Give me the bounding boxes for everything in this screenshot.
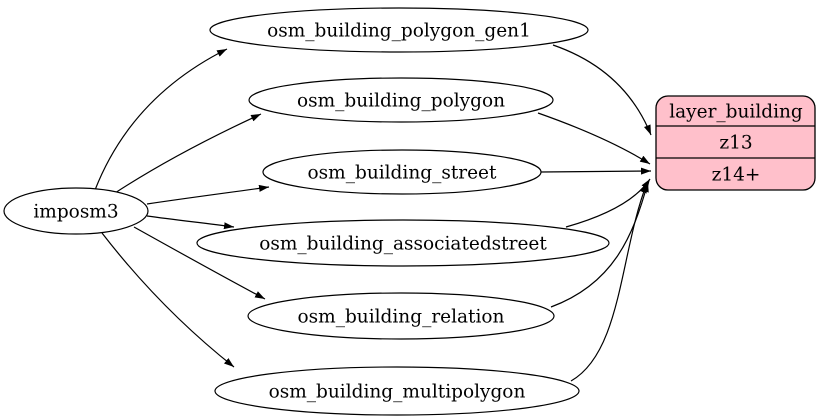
edge-osm-building-multipolygon-to-z14 (570, 182, 648, 382)
osm-building-multipolygon-label: osm_building_multipolygon (269, 381, 526, 402)
node-osm-building-multipolygon: osm_building_multipolygon (214, 366, 580, 416)
osm-building-street-ellipse (262, 149, 542, 195)
edge-osm-building-relation-to-z14 (550, 181, 649, 308)
imposm3-ellipse (3, 187, 149, 235)
layer-building-record-box (655, 95, 816, 191)
node-layer-building: layer_building z13 z14+ (655, 95, 816, 191)
node-osm-building-polygon-gen1: osm_building_polygon_gen1 (209, 7, 589, 53)
node-imposm3: imposm3 (3, 187, 149, 235)
osm-building-associatedstreet-label: osm_building_associatedstreet (259, 233, 547, 254)
edge-imposm3-to-osm-building-relation (133, 226, 266, 300)
osm-building-multipolygon-ellipse (214, 366, 580, 416)
node-osm-building-associatedstreet: osm_building_associatedstreet (196, 219, 610, 267)
layer-building-title: layer_building (669, 101, 803, 122)
node-osm-building-street: osm_building_street (262, 149, 542, 195)
osm-building-polygon-gen1-ellipse (209, 7, 589, 53)
edge-imposm3-to-osm-building-polygon (114, 113, 262, 194)
osm-building-polygon-ellipse (248, 77, 554, 123)
osm-building-street-label: osm_building_street (308, 162, 497, 183)
edge-osm-building-polygon-gen1-to-z13 (552, 44, 652, 136)
node-osm-building-relation: osm_building_relation (247, 292, 555, 340)
edge-imposm3-to-osm-building-polygon-gen1 (94, 48, 228, 191)
edge-imposm3-to-osm-building-street (146, 184, 270, 205)
osm-building-associatedstreet-ellipse (196, 219, 610, 267)
node-osm-building-polygon: osm_building_polygon (248, 77, 554, 123)
osm-building-relation-ellipse (247, 292, 555, 340)
edge-osm-building-polygon-to-z14 (537, 112, 651, 165)
layer-building-row-z13: z13 (719, 132, 752, 153)
osm-building-relation-label: osm_building_relation (298, 306, 505, 327)
edge-imposm3-to-osm-building-associatedstreet (146, 215, 235, 230)
edge-imposm3-to-osm-building-multipolygon (101, 232, 235, 368)
imposm3-label: imposm3 (33, 201, 118, 222)
edge-osm-building-associatedstreet-to-z14 (565, 178, 651, 228)
osm-building-polygon-gen1-label: osm_building_polygon_gen1 (267, 20, 531, 41)
osm-building-polygon-label: osm_building_polygon (297, 90, 505, 111)
edge-osm-building-street-to-z14 (540, 167, 652, 175)
edge-group (94, 44, 652, 382)
layer-building-row-z14plus: z14+ (712, 164, 761, 185)
